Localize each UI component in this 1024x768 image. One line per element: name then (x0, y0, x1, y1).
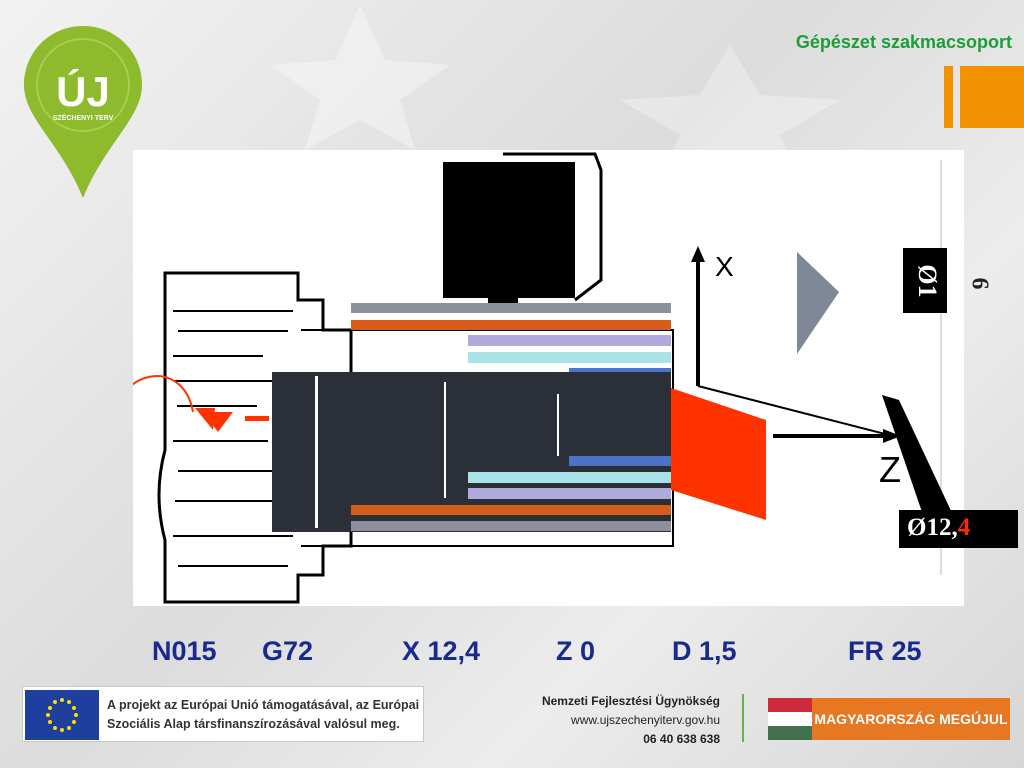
z-axis-label: Z (879, 449, 901, 490)
magyarorszag-megujul-banner: MAGYARORSZÁG MEGÚJUL (812, 698, 1010, 740)
background-star-decoration (270, 5, 450, 150)
eu-text-line2: Szociális Alap társfinanszírozásával val… (107, 717, 400, 731)
pass-stripe (351, 505, 671, 515)
diameter-16-suffix: 6 (966, 277, 993, 290)
chuck-texture (173, 310, 293, 567)
pass-stripe (351, 320, 671, 330)
background-star-decoration (620, 45, 840, 180)
diameter-12-4-label: Ø12,4 (899, 510, 1018, 548)
code-g: G72 (262, 636, 314, 666)
x-axis-label: X (715, 251, 734, 282)
eu-support-box: A projekt az Európai Unió támogatásával,… (22, 686, 424, 742)
svg-text:SZÉCHENYI TERV: SZÉCHENYI TERV (53, 113, 114, 122)
code-x: X 12,4 (402, 636, 481, 666)
pass-stripe (351, 521, 671, 531)
rotation-arrow-icon (133, 375, 194, 413)
agency-info: Nemzeti Fejlesztési Ügynökség www.ujszec… (540, 692, 720, 749)
orange-accent-bars (944, 66, 1024, 128)
turning-diagram: X Z (133, 150, 964, 606)
header-title: Gépészet szakmacsoport (795, 32, 1012, 52)
cutting-insert (671, 388, 766, 520)
code-n: N015 (152, 636, 217, 666)
callout-leader (882, 395, 953, 515)
pass-stripe (468, 335, 671, 346)
pass-stripe (351, 303, 671, 313)
code-z: Z 0 (556, 636, 596, 666)
pass-stripe (569, 456, 671, 466)
agency-url[interactable]: www.ujszechenyiterv.gov.hu (571, 713, 720, 727)
eu-flag-icon (25, 690, 99, 740)
pass-stripe (468, 472, 671, 483)
pass-stripe (468, 488, 671, 499)
eu-text-line1: A projekt az Európai Unió támogatásával,… (107, 698, 420, 712)
tool-holder (443, 162, 575, 298)
grey-insert-icon (797, 252, 839, 354)
agency-name: Nemzeti Fejlesztési Ügynökség (541, 694, 720, 708)
code-d: D 1,5 (672, 636, 737, 666)
svg-text:ÚJ: ÚJ (56, 67, 110, 115)
agency-phone: 06 40 638 638 (643, 732, 720, 746)
diameter-16-label: Ø1 (903, 248, 947, 313)
pass-stripe (468, 352, 671, 363)
footer-divider (742, 694, 744, 742)
hungarian-flag-icon (768, 698, 812, 740)
uj-szechenyi-terv-logo: ÚJ SZÉCHENYI TERV (24, 26, 142, 198)
code-fr: FR 25 (848, 636, 922, 666)
